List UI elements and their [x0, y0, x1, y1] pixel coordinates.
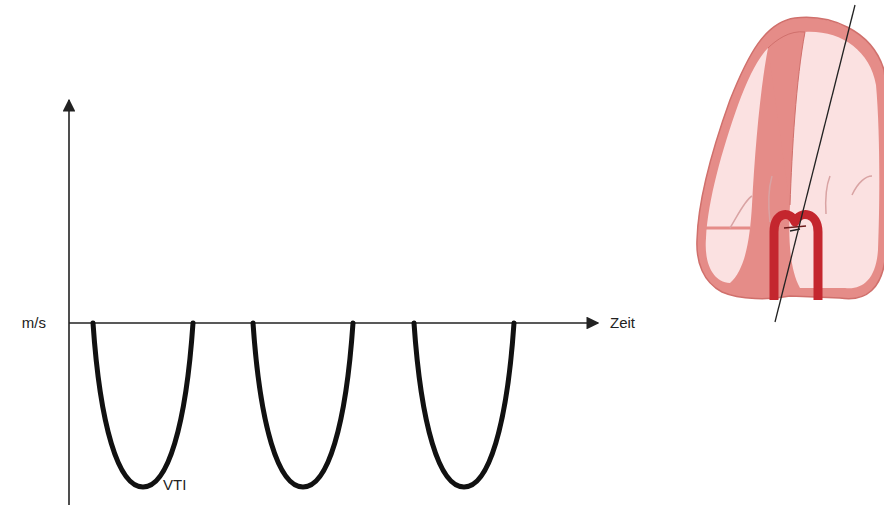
aortic-valve — [784, 226, 806, 228]
septum — [768, 32, 805, 205]
mitral-leaflet — [826, 176, 830, 214]
waveform — [414, 323, 514, 487]
x-axis — [69, 322, 598, 324]
axis-label: VTI — [163, 477, 186, 494]
aorta — [774, 215, 818, 300]
heart-illustration — [697, 5, 884, 322]
y-axis — [68, 100, 70, 505]
heart-wall — [697, 17, 884, 298]
right-ventricle — [706, 48, 768, 283]
tricuspid-leaflet — [730, 196, 752, 228]
doppler-waveforms — [93, 323, 514, 487]
waveform — [93, 323, 193, 487]
axis-label: Zeit — [610, 315, 635, 332]
tricuspid-annulus — [705, 227, 750, 230]
valve-leaflet — [769, 176, 772, 222]
sample-marker — [790, 229, 800, 231]
mitral-leaflet — [852, 176, 872, 195]
axis-label: m/s — [22, 315, 46, 332]
left-ventricle — [789, 32, 879, 288]
doppler-beam-line — [775, 5, 855, 322]
waveform — [253, 323, 353, 487]
